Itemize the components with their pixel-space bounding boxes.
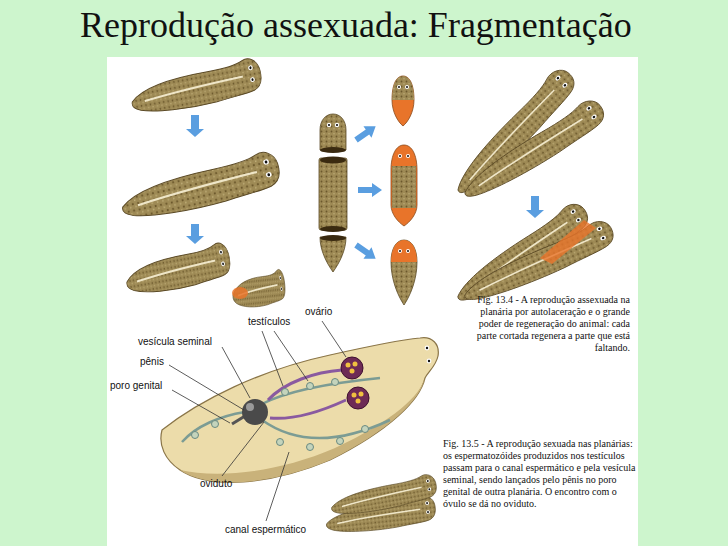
- eye: [399, 155, 401, 157]
- text-slot: ovário: [305, 306, 332, 318]
- regenerated-planarian: [392, 76, 414, 126]
- text-slot: poro genital: [110, 380, 162, 392]
- planarian: [329, 473, 439, 518]
- oviduct: [268, 370, 342, 400]
- step-arrow: [352, 239, 380, 264]
- cut-surface: [320, 147, 346, 153]
- planarian-fragment: [231, 269, 287, 309]
- eye: [406, 86, 408, 88]
- new-part: [391, 240, 417, 262]
- part-label: pênis: [140, 356, 164, 368]
- eye: [327, 123, 331, 127]
- oviduct: [270, 400, 346, 418]
- old-part: [392, 166, 416, 208]
- planarian-body: [161, 338, 438, 483]
- planarian: [128, 57, 265, 117]
- part-label: poro genital: [110, 380, 162, 392]
- ovary: [347, 387, 369, 409]
- step-arrow: [186, 115, 204, 137]
- old-part: [392, 76, 414, 100]
- eye: [328, 124, 330, 126]
- regenerated-planarian: [391, 145, 417, 226]
- highlight: [246, 403, 254, 411]
- cut-surface: [320, 235, 346, 241]
- text-slot: canal espermático: [225, 524, 306, 536]
- step-arrow: [186, 224, 204, 244]
- eye: [405, 85, 409, 89]
- regenerating-part: [540, 220, 596, 264]
- figure-caption: Fig. 13.4 - A reprodução assexuada na pl…: [476, 294, 630, 354]
- cut-surface: [320, 157, 346, 164]
- eye: [397, 85, 401, 89]
- eye: [398, 154, 402, 158]
- page-title: Reprodução assexuada: Fragmentação: [80, 4, 632, 46]
- text-slot: Reprodução assexuada: Fragmentação: [80, 4, 632, 46]
- eye: [407, 155, 409, 157]
- ova: [346, 362, 364, 404]
- part-label: oviduto: [200, 478, 232, 490]
- text-slot: testículos: [248, 316, 290, 328]
- leader-lines: [169, 321, 346, 521]
- head-piece: [320, 114, 346, 150]
- testes: [192, 379, 369, 451]
- ovary: [341, 357, 363, 379]
- step-arrow: [352, 121, 380, 146]
- planarian-stretched: [117, 150, 283, 224]
- eye: [406, 154, 410, 158]
- text-slot: vesícula seminal: [138, 336, 212, 348]
- seminal-vesicle: [242, 399, 268, 425]
- step-arrow: [358, 183, 382, 197]
- sperm-duct: [262, 420, 390, 438]
- part-label: canal espermático: [225, 524, 306, 536]
- text-slot: Fig. 13.4 - A reprodução assexuada na pl…: [476, 294, 630, 354]
- cut-surface: [320, 226, 346, 232]
- eye: [425, 346, 430, 351]
- regenerating-part: [232, 287, 248, 299]
- planarian: [455, 96, 611, 204]
- sperm-duct: [182, 412, 245, 442]
- part-label: vesícula seminal: [138, 336, 212, 348]
- eye: [407, 250, 409, 252]
- eye: [427, 359, 432, 364]
- eye: [428, 360, 430, 362]
- text-slot: Fig. 13.5 - A reprodução sexuada nas pla…: [443, 438, 641, 510]
- eye: [398, 86, 400, 88]
- eye: [398, 249, 402, 253]
- figure-caption: Fig. 13.5 - A reprodução sexuada nas pla…: [443, 438, 641, 510]
- step-arrow: [526, 196, 544, 218]
- part-label: testículos: [248, 316, 290, 328]
- part-label: ovário: [305, 306, 332, 318]
- regenerated-planarian: [391, 240, 417, 305]
- tail-piece: [320, 237, 346, 272]
- eye: [336, 124, 338, 126]
- eye: [335, 123, 339, 127]
- eye: [426, 347, 428, 349]
- middle-piece: [319, 158, 347, 230]
- planarian: [123, 242, 234, 298]
- eye: [399, 250, 401, 252]
- text-slot: oviduto: [200, 478, 232, 490]
- penis: [232, 416, 245, 424]
- planarian: [457, 217, 618, 307]
- eye: [406, 249, 410, 253]
- text-slot: pênis: [140, 356, 164, 368]
